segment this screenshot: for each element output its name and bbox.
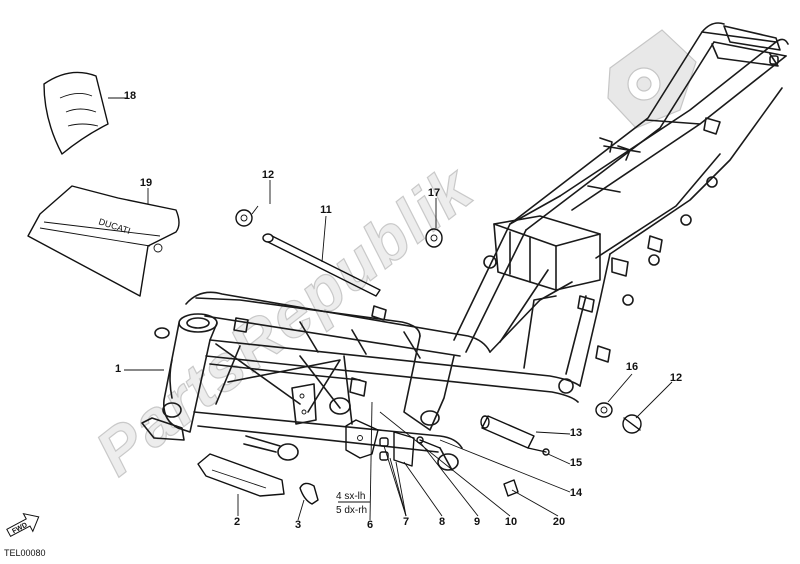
part-16-bushing[interactable] bbox=[595, 402, 613, 418]
part-15-screw[interactable] bbox=[527, 447, 550, 456]
callout-c11: 11 bbox=[320, 204, 332, 216]
part-19-tool-bag[interactable]: DUCATI bbox=[27, 185, 180, 297]
part-12-bushing-upper[interactable] bbox=[235, 209, 253, 227]
callout-c2: 2 bbox=[234, 516, 240, 528]
callout-c14: 14 bbox=[570, 487, 583, 499]
tool-bag-logo: DUCATI bbox=[97, 216, 131, 236]
part-20-cap[interactable] bbox=[503, 479, 519, 497]
callout-c19: 19 bbox=[140, 177, 152, 189]
watermark-gear-logo bbox=[607, 29, 697, 129]
leader-lines bbox=[108, 97, 673, 521]
callout-c12b: 12 bbox=[670, 372, 682, 384]
callout-c3: 3 bbox=[295, 519, 301, 531]
part-18-cover-pad[interactable] bbox=[43, 71, 109, 155]
frame-main-assembly[interactable] bbox=[141, 22, 789, 471]
forward-arrow-icon: FWD bbox=[6, 512, 40, 538]
watermark: PartsRepublik bbox=[82, 29, 697, 490]
callout-c6: 6 bbox=[367, 519, 373, 531]
callout-c8: 8 bbox=[439, 516, 445, 528]
part-2-bracket[interactable] bbox=[197, 453, 285, 497]
fwd-label: FWD bbox=[11, 522, 28, 536]
part-9-screw[interactable] bbox=[416, 436, 441, 449]
callout-c1: 1 bbox=[115, 363, 121, 375]
part-17-bushing[interactable] bbox=[425, 228, 443, 248]
callout-c10: 10 bbox=[505, 516, 517, 528]
part-12-plug-lower[interactable] bbox=[622, 414, 642, 434]
watermark-text: PartsRepublik bbox=[82, 150, 487, 489]
part-13-sleeve[interactable] bbox=[480, 415, 535, 449]
label-4-sx-lh: 4 sx-lh bbox=[336, 491, 365, 502]
callout-c16: 16 bbox=[626, 361, 638, 373]
drawing-code: TEL00080 bbox=[4, 548, 46, 558]
callout-c20: 20 bbox=[553, 516, 565, 528]
callout-c12a: 12 bbox=[262, 169, 274, 181]
part-6-side-plate[interactable] bbox=[345, 419, 379, 459]
part-3-clip[interactable] bbox=[299, 482, 319, 505]
callout-c18: 18 bbox=[124, 90, 136, 102]
callout-c9: 9 bbox=[474, 516, 480, 528]
label-5-dx-rh: 5 dx-rh bbox=[336, 505, 367, 516]
part-11-pivot-bolt[interactable] bbox=[262, 233, 381, 297]
callout-c7: 7 bbox=[403, 516, 409, 528]
callout-c15: 15 bbox=[570, 457, 582, 469]
part-7-nuts[interactable] bbox=[379, 437, 389, 461]
callout-c13: 13 bbox=[570, 427, 582, 439]
part-8-plate[interactable] bbox=[393, 431, 415, 467]
callout-c17: 17 bbox=[428, 187, 440, 199]
